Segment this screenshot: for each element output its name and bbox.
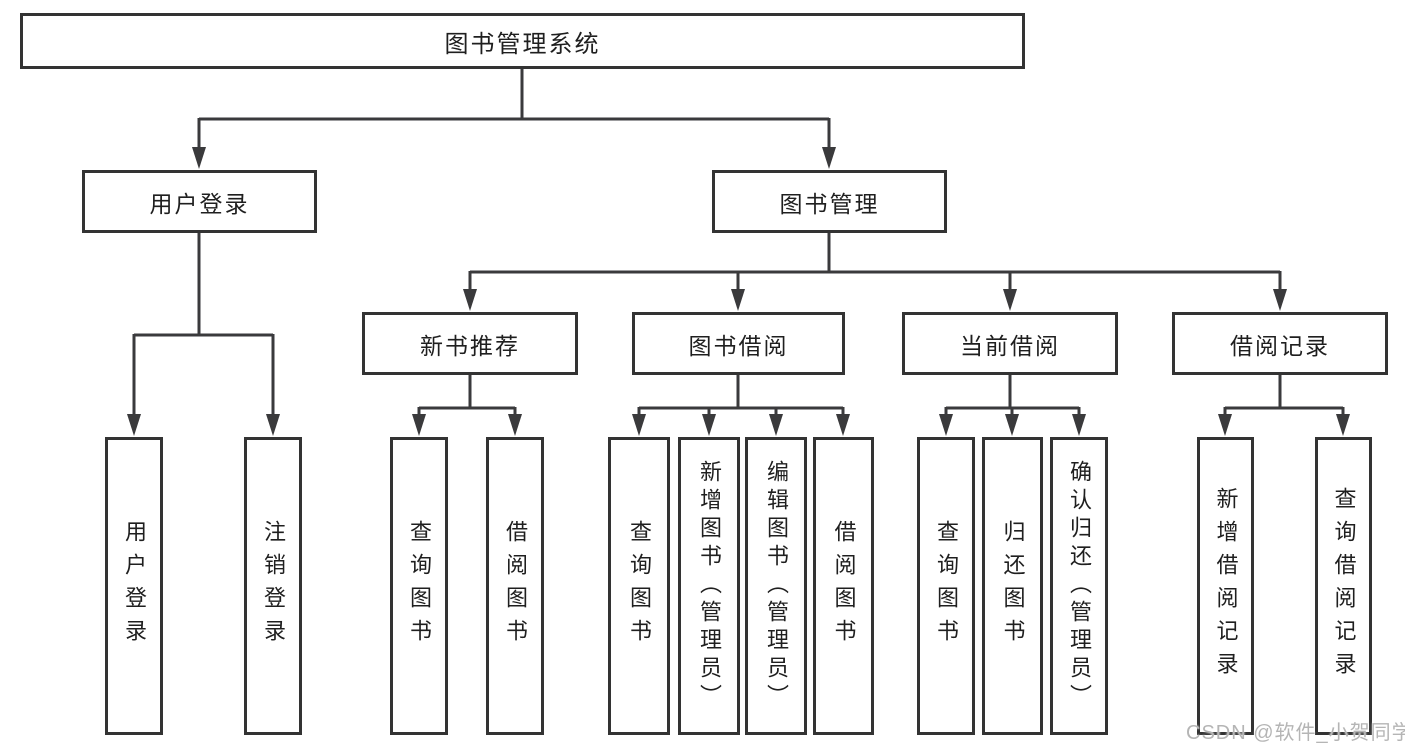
leaf-current-query-books: 查询图书 bbox=[917, 437, 975, 735]
leaf-add-books-admin: 新增图书（管理员） bbox=[678, 437, 740, 735]
leaf-newbooks-query-books: 查询图书 bbox=[390, 437, 448, 735]
node-new-book-recommend: 新书推荐 bbox=[362, 312, 578, 375]
leaf-borrow-query-books: 查询图书 bbox=[608, 437, 670, 735]
node-user-login-label: 用户登录 bbox=[149, 190, 250, 217]
node-borrow-records: 借阅记录 bbox=[1172, 312, 1388, 375]
leaf-current-query-books-label: 查询图书 bbox=[934, 520, 959, 652]
leaf-query-borrow-record-label: 查询借阅记录 bbox=[1331, 487, 1357, 685]
leaf-newbooks-borrow-books: 借阅图书 bbox=[486, 437, 544, 735]
node-new-book-recommend-label: 新书推荐 bbox=[420, 332, 520, 359]
leaf-add-borrow-record-label: 新增借阅记录 bbox=[1213, 487, 1239, 685]
leaf-add-books-admin-label: 新增图书（管理员） bbox=[697, 460, 722, 712]
node-root-label: 图书管理系统 bbox=[444, 30, 601, 58]
leaf-edit-books-admin-label: 编辑图书（管理员） bbox=[764, 460, 789, 712]
leaf-user-login: 用户登录 bbox=[105, 437, 163, 735]
node-book-management-label: 图书管理 bbox=[779, 190, 880, 217]
node-current-borrow-label: 当前借阅 bbox=[960, 332, 1060, 359]
leaf-newbooks-query-books-label: 查询图书 bbox=[407, 520, 432, 652]
node-current-borrow: 当前借阅 bbox=[902, 312, 1118, 375]
leaf-borrow-query-books-label: 查询图书 bbox=[627, 520, 652, 652]
csdn-watermark: CSDN @软件_小贺同学 bbox=[1186, 722, 1405, 744]
leaf-add-borrow-record: 新增借阅记录 bbox=[1197, 437, 1254, 735]
leaf-logout-label: 注销登录 bbox=[261, 520, 286, 652]
node-root: 图书管理系统 bbox=[20, 13, 1025, 69]
leaf-user-login-label: 用户登录 bbox=[122, 520, 147, 652]
leaf-logout: 注销登录 bbox=[244, 437, 302, 735]
node-borrow-records-label: 借阅记录 bbox=[1230, 332, 1330, 359]
leaf-newbooks-borrow-books-label: 借阅图书 bbox=[503, 520, 528, 652]
leaf-confirm-return-admin-label: 确认归还（管理员） bbox=[1067, 460, 1092, 712]
leaf-borrow-books-label: 借阅图书 bbox=[831, 520, 857, 652]
leaf-return-books: 归还图书 bbox=[982, 437, 1043, 735]
leaf-query-borrow-record: 查询借阅记录 bbox=[1315, 437, 1372, 735]
leaf-borrow-books: 借阅图书 bbox=[813, 437, 874, 735]
node-book-management: 图书管理 bbox=[712, 170, 947, 233]
leaf-confirm-return-admin: 确认归还（管理员） bbox=[1050, 437, 1108, 735]
node-book-borrow-label: 图书借阅 bbox=[688, 332, 789, 359]
node-book-borrow: 图书借阅 bbox=[632, 312, 845, 375]
leaf-edit-books-admin: 编辑图书（管理员） bbox=[745, 437, 807, 735]
node-user-login: 用户登录 bbox=[82, 170, 317, 233]
leaf-return-books-label: 归还图书 bbox=[1000, 520, 1026, 652]
